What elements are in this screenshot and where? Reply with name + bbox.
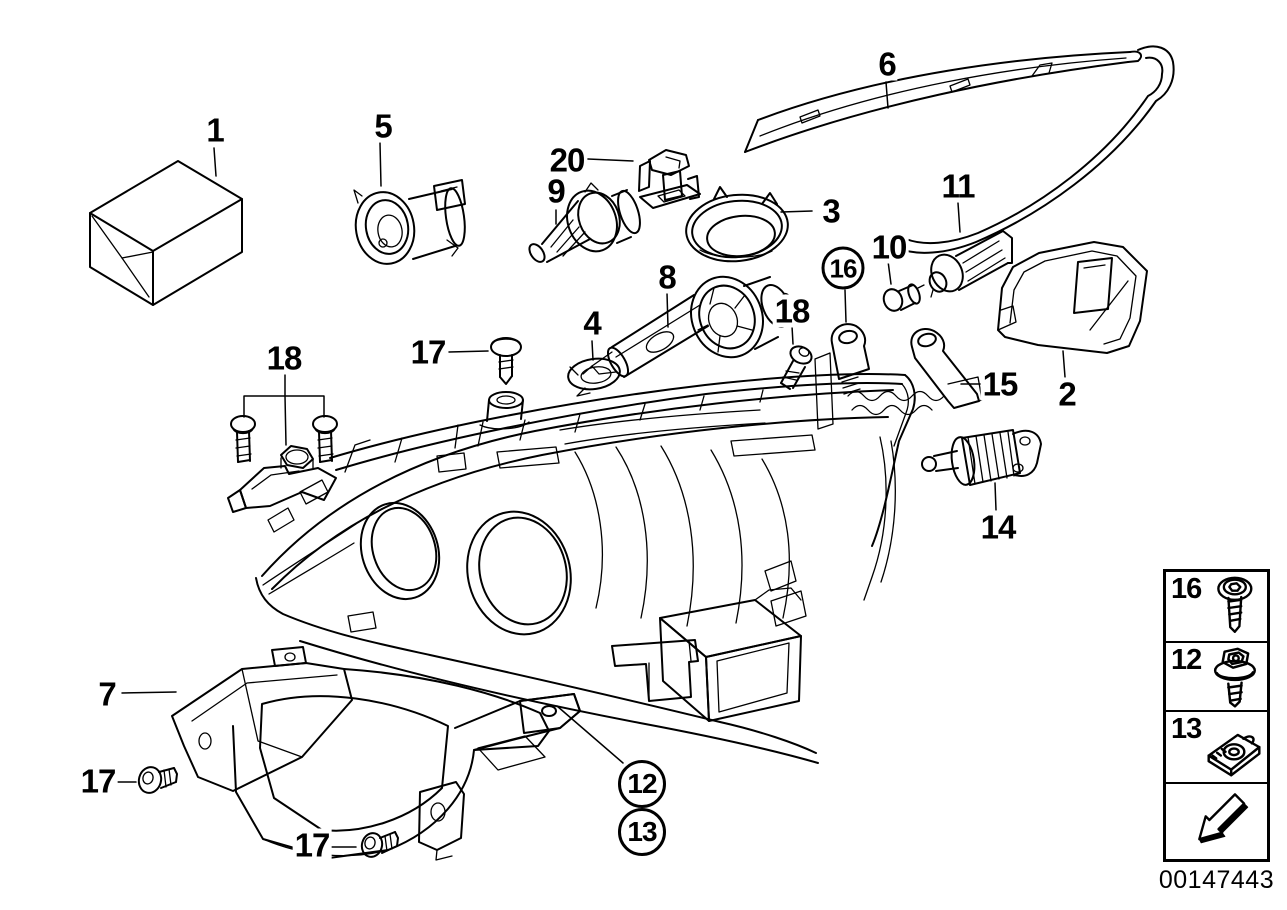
callout-9[interactable]: 9	[545, 172, 567, 210]
part-11-socket-drawing	[928, 230, 1013, 298]
part-3-gasket-ring-drawing	[685, 186, 789, 263]
part-20-bulb-holder-drawing	[638, 149, 701, 209]
callout-14[interactable]: 14	[978, 508, 1018, 546]
part-10-small-bulb-drawing	[882, 283, 925, 312]
callout-7[interactable]: 7	[96, 675, 118, 713]
callout-12[interactable]: 12	[618, 760, 666, 808]
legend-row-13[interactable]: 13	[1166, 712, 1267, 784]
part-17-screw-bottom-drawing	[360, 831, 399, 858]
callout-16[interactable]: 16	[821, 246, 865, 290]
legend-label-13: 13	[1171, 713, 1202, 745]
document-number: 00147443	[1158, 866, 1275, 894]
part-4-retaining-ring-drawing	[567, 357, 621, 397]
callout-3[interactable]: 3	[820, 192, 842, 230]
part-2-cover-cap-drawing	[997, 241, 1148, 354]
legend-label-12: 12	[1171, 644, 1202, 676]
part-8-xenon-bulb-drawing	[582, 275, 795, 378]
legend-label-16: 16	[1171, 573, 1202, 605]
callout-1[interactable]: 1	[204, 111, 226, 149]
clip-nut-icon	[1207, 733, 1261, 777]
callout-17-left[interactable]: 17	[78, 762, 118, 800]
callout-18-left[interactable]: 18	[264, 339, 304, 377]
headlight-assembly-drawing	[255, 373, 945, 764]
part-18-screw-right-drawing	[780, 345, 813, 390]
legend-table: 16 12 13	[1163, 569, 1270, 862]
legend-row-12[interactable]: 12	[1166, 643, 1267, 712]
callout-6[interactable]: 6	[876, 45, 898, 83]
callout-10[interactable]: 10	[869, 228, 909, 266]
callout-8[interactable]: 8	[656, 258, 678, 296]
callout-4[interactable]: 4	[581, 304, 603, 342]
hex-flange-screw-icon	[1213, 647, 1256, 708]
legend-row-16[interactable]: 16	[1166, 572, 1267, 643]
callout-13[interactable]: 13	[618, 808, 666, 856]
torx-screw-icon	[1217, 576, 1253, 633]
callout-2[interactable]: 2	[1056, 375, 1078, 413]
callout-15[interactable]: 15	[980, 365, 1020, 403]
callout-11[interactable]: 11	[939, 167, 977, 205]
part-18-screws-and-bracket-drawing	[227, 415, 338, 513]
part-14-adjuster-motor-drawing	[921, 429, 1042, 486]
part-1-carton-drawing	[89, 160, 243, 306]
part-15-bracket-drawing	[910, 328, 983, 409]
legend-row-arrow	[1166, 784, 1267, 859]
leader-lines	[116, 81, 1066, 848]
part-9-halogen-bulb-drawing	[528, 182, 641, 263]
callout-5[interactable]: 5	[372, 107, 394, 145]
callout-17-bottom[interactable]: 17	[292, 826, 332, 864]
callout-18-right[interactable]: 18	[772, 292, 812, 330]
part-17-screw-left-drawing	[137, 766, 178, 794]
part-6-trim-strip-drawing	[744, 45, 1175, 254]
part-7-mounting-frame-drawing	[171, 646, 581, 861]
callout-17-top[interactable]: 17	[408, 333, 448, 371]
part-5-bulb-socket-drawing	[353, 179, 466, 265]
callout-20[interactable]: 20	[547, 141, 587, 179]
housing-mounting-tab-drawing	[814, 323, 870, 430]
direction-arrow-icon	[1198, 793, 1249, 844]
